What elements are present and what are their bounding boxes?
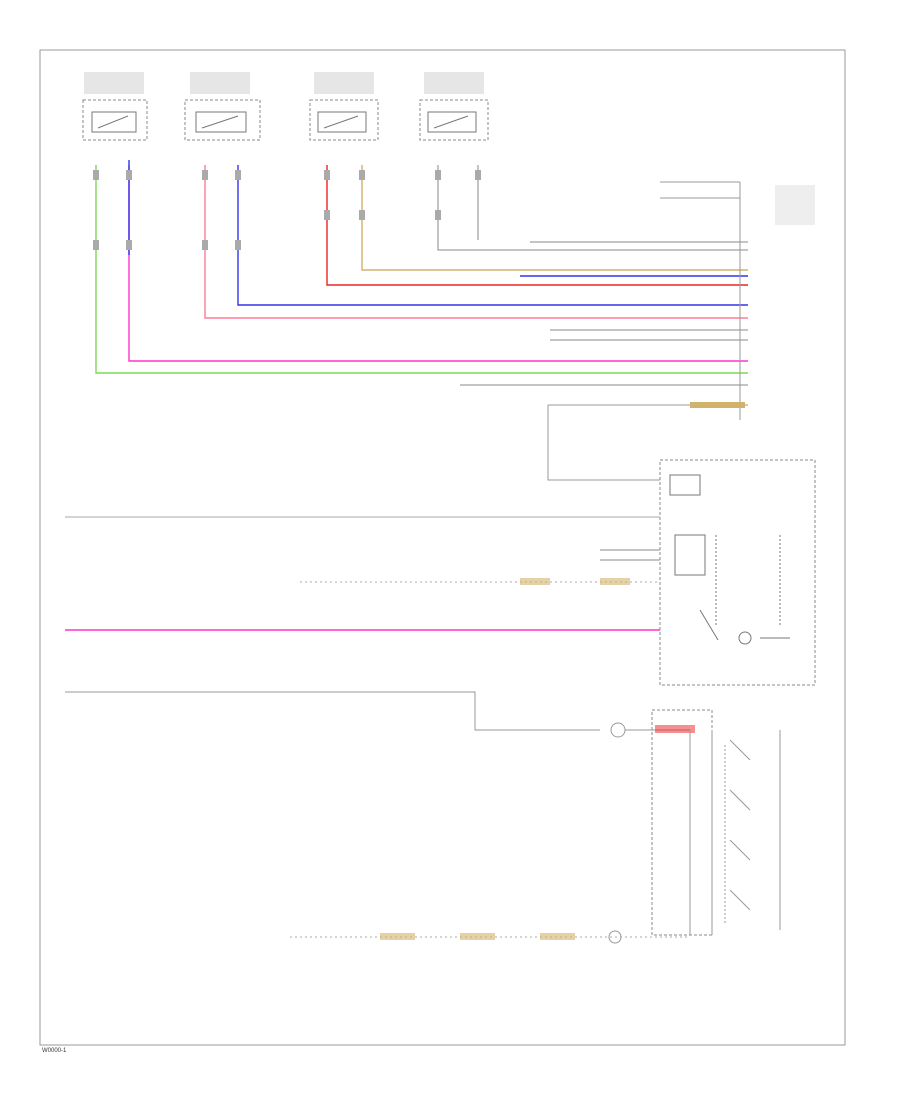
sensor-rear-right — [419, 72, 489, 141]
ecu-top-right — [660, 181, 815, 420]
sensor-rear-left — [309, 72, 379, 141]
wire-tan — [361, 165, 748, 271]
wire-red — [326, 165, 748, 286]
lower-circuit — [65, 691, 781, 936]
sensor-front-left — [82, 72, 148, 141]
diagram-frame — [39, 49, 846, 1046]
wire-dotted-mid — [300, 549, 660, 585]
bottom-wire — [290, 930, 690, 944]
wire-green — [95, 165, 748, 374]
wire-pink — [204, 165, 748, 319]
module-link — [547, 402, 748, 481]
page-code: W0000-1 — [42, 1048, 67, 1054]
combination-meter — [659, 459, 816, 686]
connector-stubs — [93, 170, 481, 250]
sensor-front-right — [184, 72, 261, 141]
